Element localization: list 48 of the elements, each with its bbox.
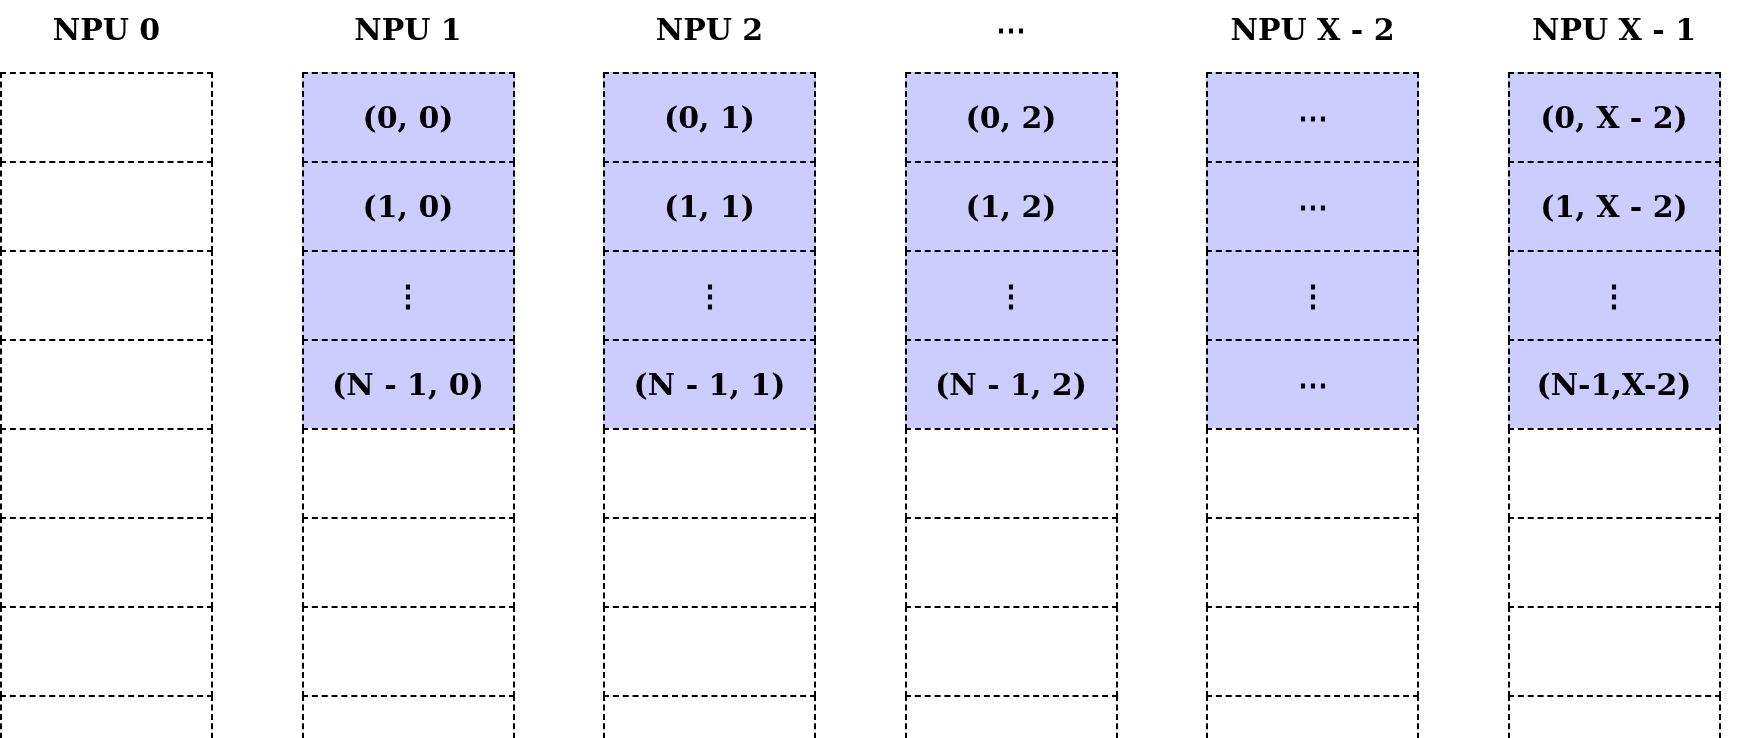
memory-slot [0, 161, 213, 252]
memory-slot: ⋮ [603, 250, 816, 341]
memory-slot [1206, 606, 1419, 697]
memory-slot: (0, 2) [904, 72, 1118, 163]
memory-slot [301, 517, 515, 608]
memory-slot [1206, 517, 1419, 608]
memory-slot [1507, 606, 1721, 697]
memory-slot: (0, X - 2) [1507, 72, 1721, 163]
memory-slot: ⋯ [1206, 339, 1419, 430]
column-heading: ⋯ [995, 12, 1027, 47]
column-heading: NPU X - 1 [1530, 12, 1698, 47]
memory-slot [0, 428, 213, 519]
memory-slot: ⋮ [904, 250, 1118, 341]
memory-slot: (N - 1, 1) [603, 339, 816, 430]
memory-slot [301, 606, 515, 697]
memory-slot: ⋮ [301, 250, 515, 341]
column-heading: NPU X - 2 [1229, 12, 1396, 47]
memory-slot: ⋮ [1206, 250, 1419, 341]
memory-slot: (0, 0) [301, 72, 515, 163]
column-heading: NPU 0 [51, 12, 162, 47]
memory-slot: (0, 1) [603, 72, 816, 163]
memory-slot [603, 428, 816, 519]
memory-slot [904, 517, 1118, 608]
memory-slot: ⋮ [1507, 250, 1721, 341]
memory-slot [1507, 517, 1721, 608]
memory-slot [0, 250, 213, 341]
memory-slot [904, 428, 1118, 519]
memory-slot: ⋯ [1206, 161, 1419, 252]
memory-slot [0, 606, 213, 697]
memory-slot [0, 517, 213, 608]
column-heading: NPU 1 [353, 12, 463, 47]
memory-slot [0, 72, 213, 163]
memory-slot: (1, X - 2) [1507, 161, 1721, 252]
memory-slot [1507, 428, 1721, 519]
memory-slot: (N - 1, 2) [904, 339, 1118, 430]
memory-slot [1206, 428, 1419, 519]
memory-slot: ⋯ [1206, 72, 1419, 163]
memory-slot: (N - 1, 0) [301, 339, 515, 430]
memory-slot [603, 517, 816, 608]
memory-slot: (1, 2) [904, 161, 1118, 252]
column-heading: NPU 2 [654, 12, 765, 47]
memory-slot: (1, 0) [301, 161, 515, 252]
memory-slot: (1, 1) [603, 161, 816, 252]
memory-slot [0, 339, 213, 430]
memory-slot [301, 428, 515, 519]
memory-slot: (N-1,X-2) [1507, 339, 1721, 430]
memory-slot [904, 606, 1118, 697]
memory-slot [603, 606, 816, 697]
